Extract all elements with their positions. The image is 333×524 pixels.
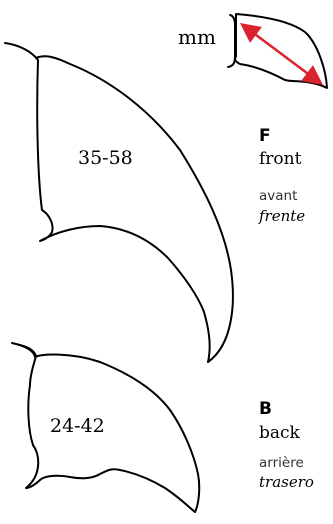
back-label-en: back [259, 423, 301, 443]
back-claw-outline [11, 342, 201, 513]
front-label-es: frente [258, 207, 305, 225]
front-label-en: front [259, 149, 302, 169]
back-label-fr: arrière [259, 455, 304, 471]
back-label-es: trasero [259, 473, 314, 491]
front-label-fr: avant [259, 188, 297, 204]
measure-bracket [227, 14, 236, 68]
front-claw: 35-58 [4, 42, 234, 363]
back-claw: 24-42 [11, 342, 201, 513]
measure-arrow [239, 23, 324, 85]
front-labels: F front avant frente [258, 126, 305, 225]
measure-legend: mm [178, 13, 328, 89]
front-size-range: 35-58 [78, 147, 133, 169]
back-code: B [259, 399, 272, 419]
front-claw-outline [4, 42, 234, 363]
back-labels: B back arrière trasero [259, 399, 314, 491]
back-size-range: 24-42 [50, 415, 105, 437]
front-code: F [259, 126, 271, 146]
measure-unit-label: mm [178, 25, 216, 49]
